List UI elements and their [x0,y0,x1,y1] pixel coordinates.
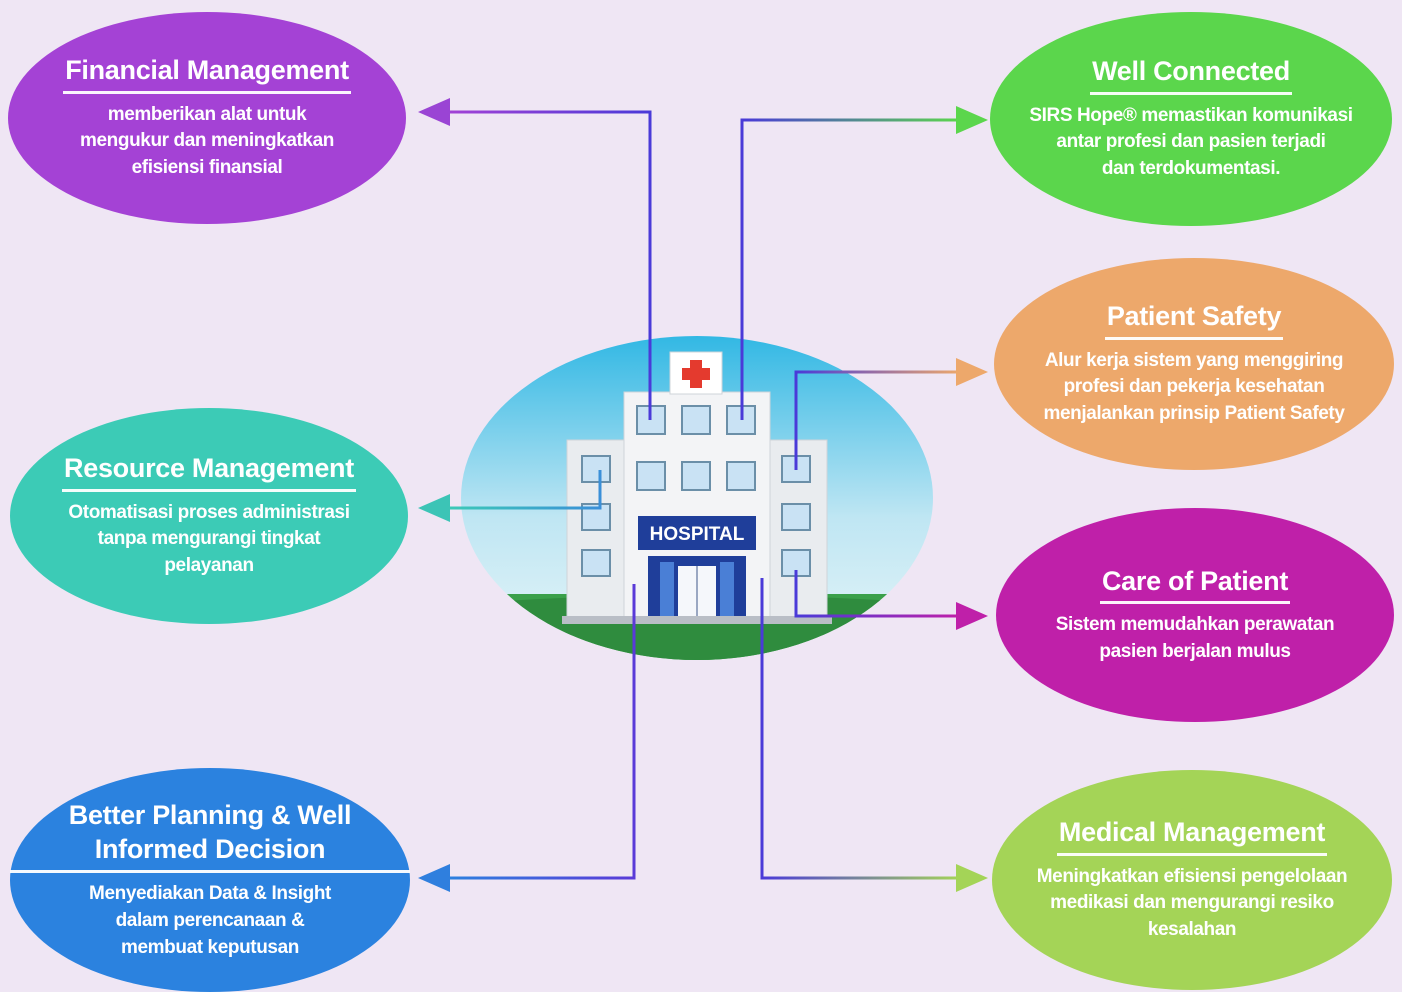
connector-resource [445,470,602,510]
hospital-sign [638,516,756,550]
bubble-description: SIRS Hope® memastikan komunikasi antar p… [1029,103,1353,183]
bubble-financial-management: Financial Management memberikan alat unt… [8,12,406,224]
desc-line: antar profesi dan pasien terjadi [1056,131,1326,153]
title-line: Better Planning & [68,799,291,830]
desc-line: Sistem memudahkan perawatan [1055,614,1335,636]
desc-line: membuat keputusan [121,936,299,958]
connector-well-connected [740,118,960,420]
desc-line: mengukur dan meningkatkan [80,130,334,152]
bubble-title: Well Connected [1090,55,1292,95]
arrowheads [418,98,988,892]
arrow-right-care-of-patient [956,602,988,630]
desc-line: tanpa mengurangi tingkat [97,528,321,550]
bubble-description: Menyediakan Data & Insight dalam perenca… [89,881,331,961]
bubble-well-connected: Well Connected SIRS Hope® memastikan kom… [990,12,1392,226]
bubble-description: memberikan alat untuk mengukur dan menin… [80,102,334,182]
desc-line: profesi dan pekerja kesehatan [1063,376,1325,398]
bubble-title: Patient Safety [1104,300,1284,340]
desc-line: menjalankan prinsip Patient Safety [1043,402,1345,424]
hospital-sign-label: HOSPITAL [650,524,745,545]
connector-planning [445,584,636,880]
title-line: Care of Patient [1101,565,1289,596]
title-line: Medical Management [1058,817,1326,848]
title-line: Patient Safety [1106,301,1282,332]
arrow-right-well-connected [956,106,988,134]
connector-patient-safety [794,370,960,470]
title-line: Financial Management [65,55,349,86]
bubble-description: Meningkatkan efisiensi pengelolaan medik… [1037,864,1348,944]
bubble-patient-safety: Patient Safety Alur kerja sistem yang me… [994,258,1394,470]
bubble-description: Sistem memudahkan perawatan pasien berja… [1056,612,1335,665]
title-line: Resource Management [64,453,354,484]
bubble-title: Resource Management [62,452,356,492]
connector-care-of-patient [794,570,960,618]
desc-line: medikasi dan mengurangi resiko [1050,892,1334,914]
red-cross-icon [682,360,710,388]
desc-line: Otomatisasi proses administrasi [68,501,350,523]
connectors [445,110,960,880]
bubble-medical-management: Medical Management Meningkatkan efisiens… [992,770,1392,990]
connector-financial [445,110,652,420]
bubble-title: Care of Patient [1099,565,1291,605]
desc-line: memberikan alat untuk [107,103,307,125]
desc-line: dan terdokumentasi. [1101,157,1281,179]
desc-line: kesalahan [1147,918,1237,940]
desc-line: SIRS Hope® memastikan komunikasi [1029,104,1353,126]
title-line: Well Informed Decision [94,799,352,864]
diagram-canvas: HOSPITAL [418,98,988,892]
desc-line: pasien berjalan mulus [1099,640,1291,662]
arrow-left-planning [418,864,450,892]
arrow-right-medical [956,864,988,892]
bubble-better-planning: Better Planning & Well Informed Decision… [10,768,410,992]
bubble-description: Alur kerja sistem yang menggiring profes… [1043,348,1344,428]
desc-line: Meningkatkan efisiensi pengelolaan [1036,865,1348,887]
bubble-title: Medical Management [1056,816,1328,856]
desc-line: efisiensi finansial [131,156,283,178]
bubble-description: Otomatisasi proses administrasi tanpa me… [68,500,350,580]
bubble-title: Better Planning & Well Informed Decision [10,799,410,874]
arrow-left-resource [418,494,450,522]
bubble-title: Financial Management [63,54,351,94]
desc-line: Alur kerja sistem yang menggiring [1044,349,1344,371]
desc-line: Menyediakan Data & Insight [89,883,331,905]
title-line: Well Connected [1092,56,1290,87]
arrow-left-financial [418,98,450,126]
bubble-resource-management: Resource Management Otomatisasi proses a… [10,408,408,624]
desc-line: dalam perencanaan & [115,909,305,931]
arrow-right-patient-safety [956,358,988,386]
connector-medical [760,578,960,880]
bubble-care-of-patient: Care of Patient Sistem memudahkan perawa… [996,508,1394,722]
desc-line: pelayanan [164,554,254,576]
